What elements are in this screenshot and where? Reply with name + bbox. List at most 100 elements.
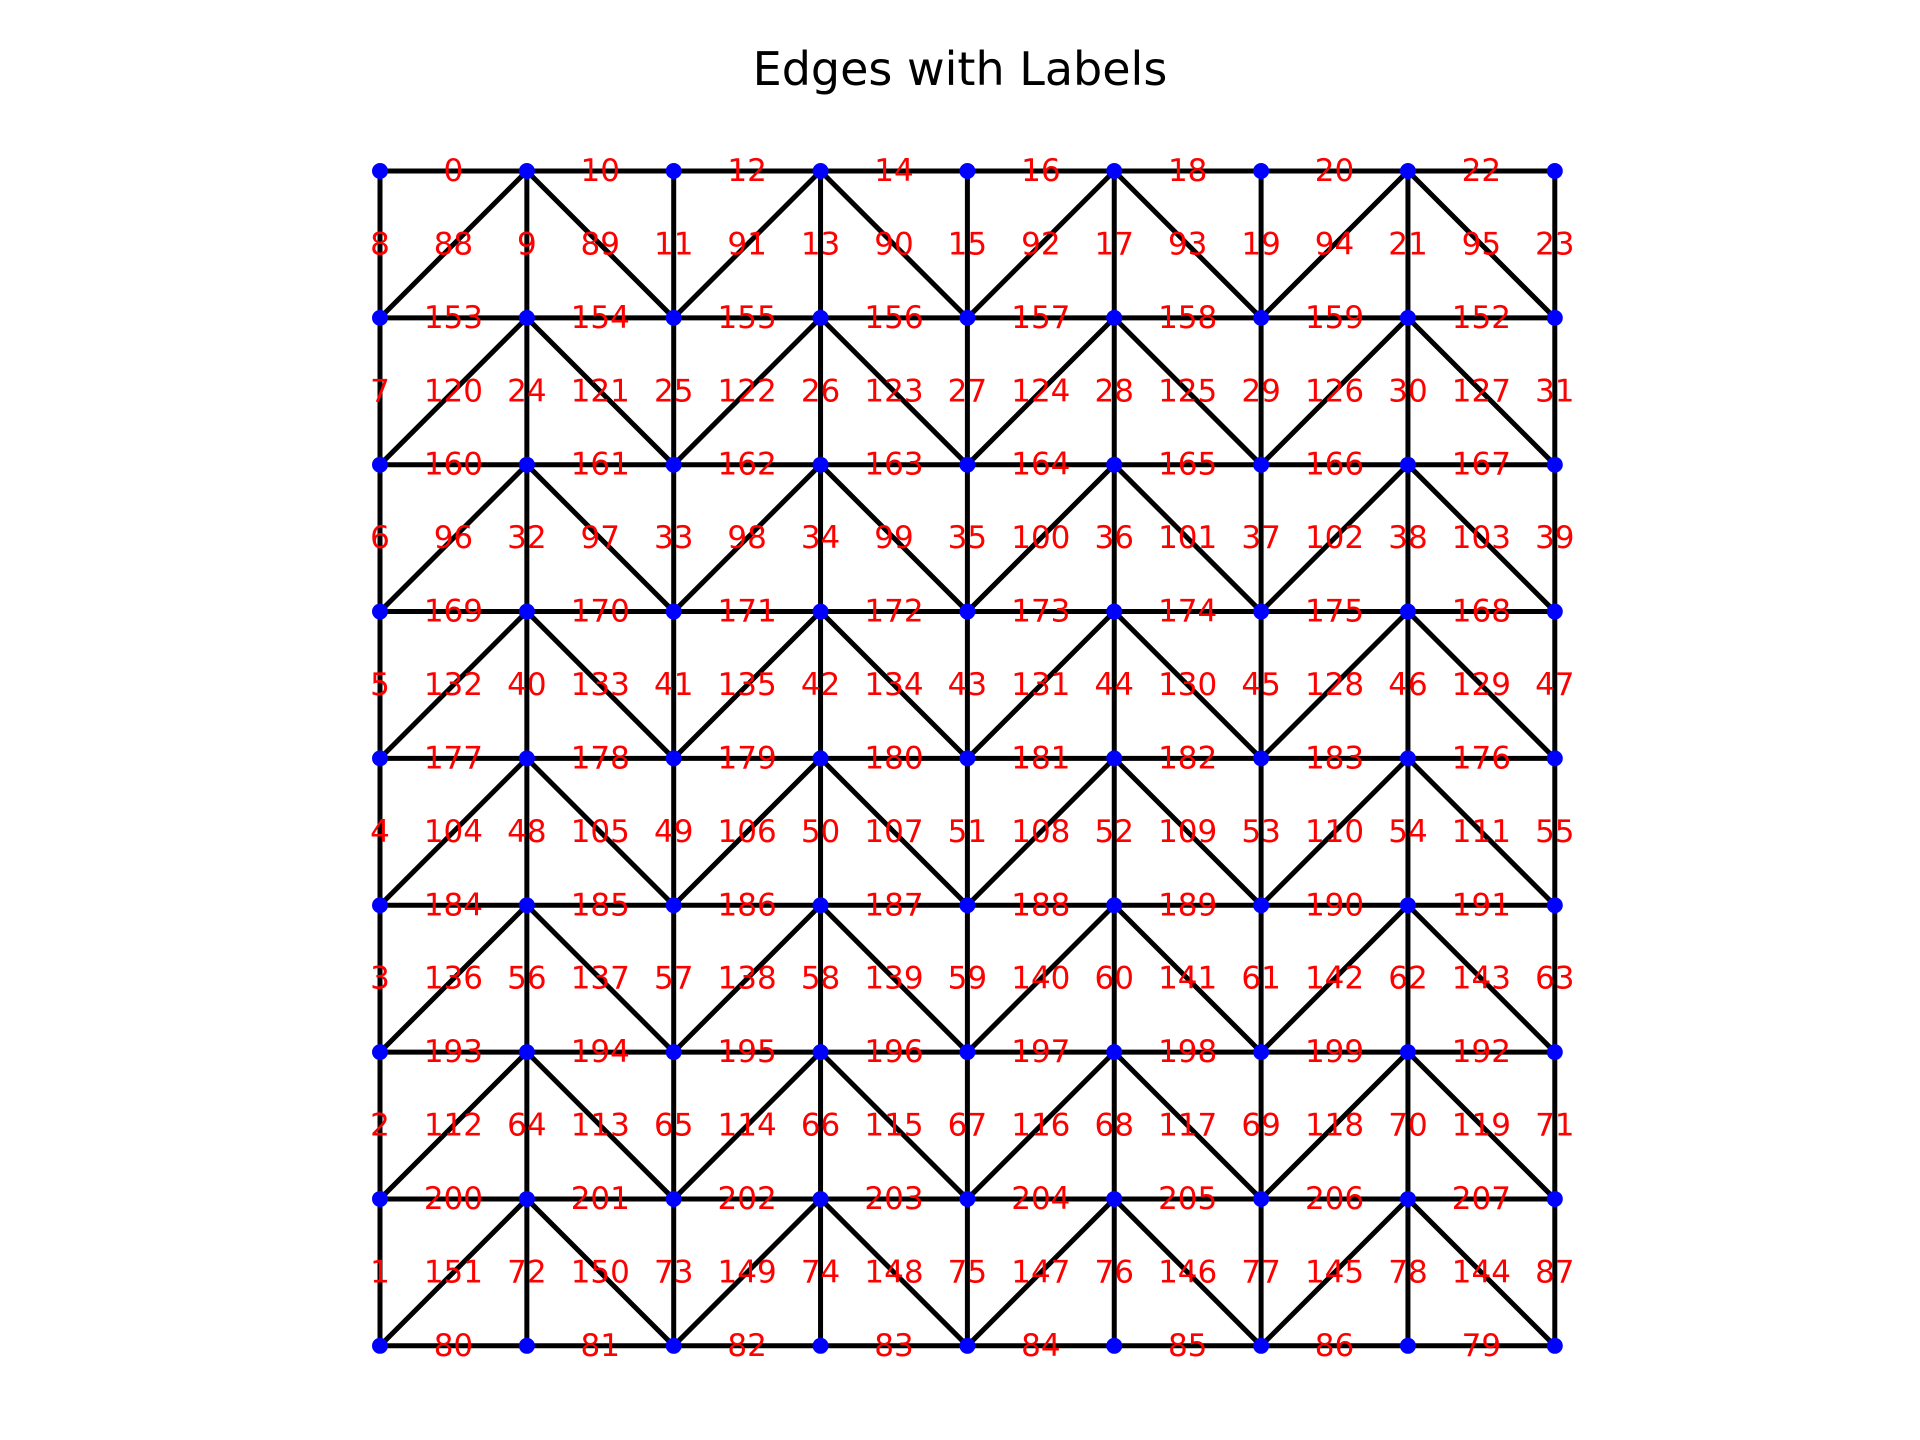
edge-label: 199 xyxy=(1305,1034,1364,1070)
edge-diagonal xyxy=(818,1049,970,1202)
edge-label: 103 xyxy=(1452,520,1511,556)
graph-node xyxy=(1253,309,1270,326)
edge-label: 26 xyxy=(801,373,840,409)
edge-label: 137 xyxy=(571,961,630,997)
edge-diagonal xyxy=(964,315,1117,468)
graph-node xyxy=(812,750,829,767)
graph-node xyxy=(1106,163,1123,179)
edge-label: 190 xyxy=(1305,887,1364,923)
edge-diagonal xyxy=(1405,902,1558,1055)
edge-diagonal xyxy=(671,755,824,908)
edge-label: 10 xyxy=(581,153,620,189)
edge-label: 3 xyxy=(370,961,390,997)
edge-label: 94 xyxy=(1315,226,1354,262)
edge-label: 24 xyxy=(507,373,546,409)
edge-diagonal xyxy=(1111,315,1264,468)
edge-label: 27 xyxy=(948,373,987,409)
graph-node xyxy=(1399,163,1416,179)
edge-label: 127 xyxy=(1452,373,1511,409)
edge-diagonal xyxy=(1405,462,1558,615)
edge-diagonal xyxy=(1258,462,1411,615)
graph-node xyxy=(372,309,388,326)
edge-label: 147 xyxy=(1011,1254,1070,1290)
edge-label: 11 xyxy=(654,226,693,262)
graph-node xyxy=(959,897,976,914)
edge-diagonal xyxy=(1111,168,1264,321)
edge-label: 196 xyxy=(864,1034,923,1070)
edge-label: 125 xyxy=(1158,373,1217,409)
edge-label: 18 xyxy=(1168,153,1207,189)
edge-label: 91 xyxy=(727,226,766,262)
graph-node xyxy=(959,750,976,767)
graph-node xyxy=(1253,897,1270,914)
edge-label: 157 xyxy=(1011,300,1070,336)
graph-node xyxy=(372,1190,388,1207)
graph-node xyxy=(812,1190,829,1207)
edge-diagonal xyxy=(524,315,677,468)
graph-node xyxy=(1106,309,1123,326)
edge-diagonal xyxy=(964,462,1117,615)
edge-label: 152 xyxy=(1452,300,1511,336)
edge-label: 67 xyxy=(948,1108,987,1144)
edge-label: 181 xyxy=(1011,740,1070,776)
graph-node xyxy=(959,1337,976,1354)
edge-diagonal xyxy=(524,462,677,615)
edge-diagonal xyxy=(377,1049,530,1202)
graph-node xyxy=(665,456,682,473)
edge-label: 145 xyxy=(1305,1254,1364,1290)
graph-node xyxy=(1399,1044,1416,1061)
graph-node xyxy=(1399,309,1416,326)
edge-label: 19 xyxy=(1241,226,1280,262)
graph-node xyxy=(665,603,682,620)
edge-label: 32 xyxy=(507,520,546,556)
edge-diagonal xyxy=(1111,755,1264,908)
edge-label: 110 xyxy=(1305,814,1364,850)
graph-node xyxy=(665,1337,682,1354)
edge-label: 168 xyxy=(1452,594,1511,630)
graph-node xyxy=(1106,603,1123,620)
edge-label: 167 xyxy=(1452,447,1511,483)
edge-label: 204 xyxy=(1011,1181,1070,1217)
graph-node xyxy=(372,163,388,179)
edge-diagonal xyxy=(1258,168,1411,321)
edge-label: 123 xyxy=(864,373,923,409)
edge-label: 116 xyxy=(1011,1108,1070,1144)
edge-label: 170 xyxy=(571,594,630,630)
graph-node xyxy=(1546,1044,1563,1061)
graph-node xyxy=(518,897,535,914)
edge-diagonal xyxy=(671,1196,824,1349)
edge-label: 12 xyxy=(727,153,766,189)
graph-node xyxy=(1253,1044,1270,1061)
edge-label: 43 xyxy=(948,667,987,703)
edge-label: 114 xyxy=(718,1108,777,1144)
graph-node xyxy=(812,1337,829,1354)
edge-label: 134 xyxy=(864,667,923,703)
edge-diagonal xyxy=(1111,1049,1264,1202)
edge-diagonal xyxy=(818,755,970,908)
edge-diagonal xyxy=(964,755,1117,908)
edge-diagonal xyxy=(964,168,1117,321)
graph-node xyxy=(1546,750,1563,767)
edge-label: 1 xyxy=(370,1254,390,1290)
edge-label: 76 xyxy=(1095,1254,1134,1290)
edge-label: 188 xyxy=(1011,887,1070,923)
edge-diagonal xyxy=(1405,609,1558,761)
edge-diagonal xyxy=(524,755,677,908)
edge-label: 158 xyxy=(1158,300,1217,336)
edge-diagonal xyxy=(1405,315,1558,468)
edge-label: 38 xyxy=(1388,520,1427,556)
graph-node xyxy=(812,163,829,179)
edge-label: 166 xyxy=(1305,447,1364,483)
edge-label: 39 xyxy=(1535,520,1574,556)
edge-label: 130 xyxy=(1158,667,1217,703)
edge-diagonal xyxy=(671,168,824,321)
graph-node xyxy=(1253,603,1270,620)
edge-diagonal xyxy=(818,315,970,468)
edge-label: 105 xyxy=(571,814,630,850)
edge-label: 120 xyxy=(424,373,483,409)
edge-label: 153 xyxy=(424,300,483,336)
graph-node xyxy=(372,456,388,473)
edge-diagonal xyxy=(524,902,677,1055)
edge-diagonal xyxy=(671,462,824,615)
edge-label: 171 xyxy=(718,594,777,630)
